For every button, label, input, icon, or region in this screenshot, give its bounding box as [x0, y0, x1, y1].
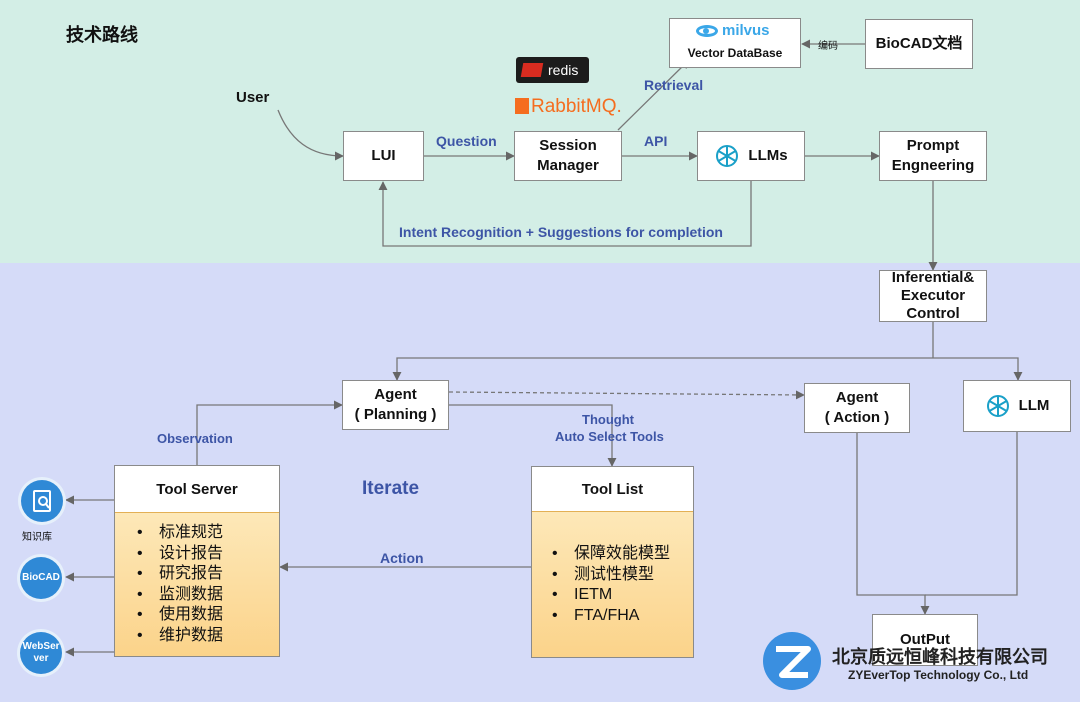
tool-server-title: Tool Server — [156, 480, 238, 498]
edge-split-llm — [933, 357, 1023, 381]
list-item: 保障效能模型 — [548, 544, 693, 565]
executor-line-2: Executor — [900, 287, 966, 304]
session-manager-line-2: Manager — [537, 157, 599, 174]
milvus-logo-text: milvus — [722, 22, 770, 39]
company-logo-icon — [763, 632, 821, 690]
list-item: 监测数据 — [133, 585, 279, 606]
list-item: 测试性模型 — [548, 565, 693, 586]
agent-planning-node: Agent ( Planning ) — [342, 380, 449, 430]
biocad-doc-node: BioCAD文档 — [865, 19, 973, 69]
edge-label-encode: 编码 — [818, 41, 838, 52]
biocad-doc-label: BioCAD文档 — [875, 35, 963, 52]
edge-label-auto-select: Auto Select Tools — [555, 429, 664, 444]
list-item: 研究报告 — [133, 564, 279, 585]
list-item: 标准规范 — [133, 523, 279, 544]
tool-list-list: 保障效能模型 测试性模型 IETM FTA/FHA — [532, 511, 693, 657]
lui-label: LUI — [371, 147, 396, 164]
output-label: OutPut — [900, 631, 950, 648]
edge-planning-action — [448, 390, 805, 400]
webserver-line-2: ver — [33, 653, 49, 664]
list-item: 使用数据 — [133, 605, 279, 626]
book-icon — [33, 490, 51, 512]
edge-label-question: Question — [436, 133, 497, 149]
output-node: OutPut — [872, 614, 978, 666]
redis-logo: redis — [516, 57, 589, 83]
agent-action-line-1: Agent — [835, 389, 879, 406]
page-title: 技术路线 — [66, 25, 138, 45]
executor-control-node: Inferential& Executor Control — [879, 269, 987, 322]
list-item: IETM — [548, 585, 693, 606]
edge-label-observation: Observation — [157, 431, 233, 446]
list-item: FTA/FHA — [548, 606, 693, 627]
company-name-cn: 北京质远恒峰科技有限公司 — [832, 647, 1048, 667]
list-item: 维护数据 — [133, 626, 279, 647]
redis-cube-icon — [520, 63, 544, 77]
webserver-line-1: WebSer — [22, 641, 60, 652]
biocad-tool-label: BioCAD — [22, 572, 60, 583]
edge-toolserver-planning — [196, 400, 343, 465]
prompt-engineering-node: Prompt Engneering — [879, 131, 987, 181]
knowledge-base-caption: 知识库 — [22, 532, 52, 543]
session-manager-line-1: Session — [539, 137, 597, 154]
edge-user-lui — [277, 109, 344, 161]
iterate-label: Iterate — [362, 478, 420, 499]
rabbitmq-icon — [515, 98, 529, 114]
milvus-eye-icon — [696, 25, 718, 37]
edge-llm-output — [925, 432, 1018, 596]
tool-server-card: Tool Server 标准规范 设计报告 研究报告 监测数据 使用数据 维护数… — [114, 465, 280, 657]
tool-server-list: 标准规范 设计报告 研究报告 监测数据 使用数据 维护数据 — [115, 512, 279, 656]
prompt-engineering-line-2: Engneering — [891, 157, 975, 174]
agent-action-node: Agent ( Action ) — [804, 383, 910, 433]
rabbitmq-logo-text: RabbitMQ. — [531, 96, 622, 117]
lui-node: LUI — [343, 131, 424, 181]
agent-action-line-2: ( Action ) — [824, 409, 890, 426]
edge-llms-lui-feedback — [378, 180, 752, 247]
vector-database-node: milvus Vector DataBase — [669, 18, 801, 68]
prompt-engineering-line-1: Prompt — [906, 137, 960, 154]
agent-planning-line-2: ( Planning ) — [354, 406, 437, 423]
executor-line-3: Control — [906, 305, 960, 322]
biocad-tool-icon: BioCAD — [20, 557, 62, 599]
company-name-en: ZYEverTop Technology Co., Ltd — [848, 668, 1029, 682]
tool-list-title: Tool List — [581, 480, 644, 498]
knowledge-base-icon — [21, 480, 63, 522]
llm-label: LLM — [1018, 397, 1050, 414]
llms-label: LLMs — [748, 147, 788, 164]
user-label: User — [236, 89, 270, 106]
rabbitmq-logo: RabbitMQ. — [515, 96, 622, 118]
edge-label-intent: Intent Recognition + Suggestions for com… — [399, 224, 723, 240]
agent-planning-line-1: Agent — [374, 386, 417, 403]
llm-node: LLM — [963, 380, 1071, 432]
redis-logo-text: redis — [548, 62, 579, 78]
edge-label-api: API — [644, 133, 668, 149]
openai-icon — [716, 145, 739, 167]
edge-split-planning — [392, 357, 933, 381]
vector-database-label: Vector DataBase — [687, 46, 783, 60]
edge-action-output — [856, 433, 930, 615]
edge-label-retrieval: Retrieval — [644, 77, 704, 93]
edge-session-vector — [617, 59, 690, 131]
executor-line-1: Inferential& — [891, 269, 975, 286]
edge-label-action: Action — [380, 550, 424, 566]
openai-icon — [986, 395, 1009, 417]
webserver-tool-icon: WebSer ver — [20, 632, 62, 674]
edge-planning-toollist — [449, 404, 617, 467]
session-manager-node: Session Manager — [514, 131, 622, 181]
llms-node: LLMs — [697, 131, 805, 181]
milvus-logo: milvus — [696, 22, 770, 39]
edge-label-thought: Thought — [582, 412, 634, 427]
tool-list-card: Tool List 保障效能模型 测试性模型 IETM FTA/FHA — [531, 466, 694, 658]
list-item: 设计报告 — [133, 544, 279, 565]
